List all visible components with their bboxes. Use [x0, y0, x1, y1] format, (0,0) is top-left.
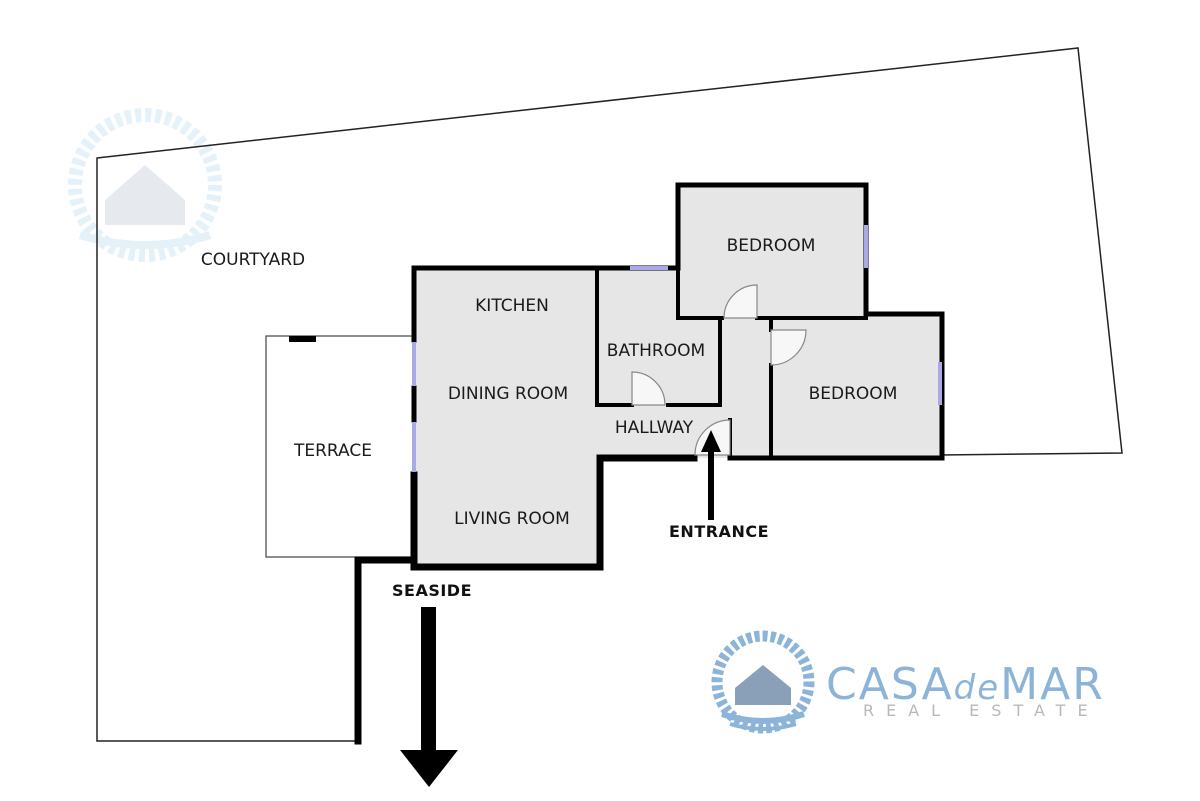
label-living-room: LIVING ROOM [454, 509, 570, 529]
label-entrance: ENTRANCE [669, 522, 769, 541]
door-swings [631, 284, 807, 456]
outer-walls [354, 182, 945, 745]
brand-tagline: REAL ESTATE [863, 701, 1100, 720]
brand-mar: MAR [1000, 659, 1105, 710]
label-seaside: SEASIDE [392, 581, 472, 600]
brand-logo: CASAdeMAR REAL ESTATE [711, 630, 1105, 734]
terrace-marker [289, 336, 316, 342]
watermark-logo-top-left [68, 108, 222, 262]
logo-house-icon [735, 665, 791, 705]
label-bedroom-right: BEDROOM [809, 384, 898, 404]
brand-name: CASAdeMAR [826, 659, 1105, 710]
terrace-outline [265, 335, 415, 558]
label-bathroom: BATHROOM [607, 341, 705, 361]
label-terrace: TERRACE [293, 441, 372, 461]
label-courtyard: COURTYARD [201, 250, 305, 270]
label-hallway: HALLWAY [615, 418, 694, 438]
entrance-arrow-icon [701, 430, 721, 520]
brand-de: de [954, 668, 1001, 708]
windows [412, 225, 942, 472]
seaside-arrow-icon [400, 607, 458, 787]
label-dining-room: DINING ROOM [448, 384, 568, 404]
brand-casa: CASA [826, 659, 954, 710]
apartment-floor [414, 185, 940, 567]
label-bedroom-top: BEDROOM [727, 236, 816, 256]
label-kitchen: KITCHEN [475, 296, 549, 316]
